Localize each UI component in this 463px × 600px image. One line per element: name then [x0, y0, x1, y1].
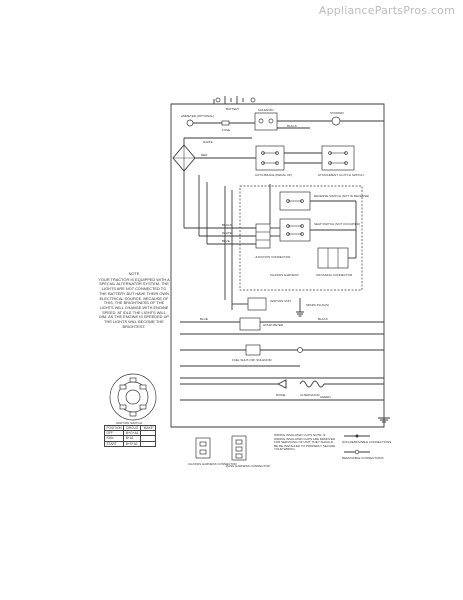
ground-symbol [378, 417, 390, 423]
alternator-symbol [299, 380, 325, 388]
wiring-note: WIRING INSULATED CLIPS NOTE: IF WIRING I… [274, 434, 335, 451]
solenoid-label: SOLENOID [258, 108, 274, 112]
wire-green-1: GREEN [320, 395, 331, 399]
ammeter-symbol [186, 119, 194, 127]
chassis-harness-label: CHASSIS HARNESS [270, 273, 299, 277]
ignition-unit-label: IGNITION UNIT [270, 299, 291, 303]
junction-connector [255, 223, 271, 249]
battery-symbol [213, 96, 256, 104]
chassis-connector-label: CHASSIS HARNESS CONNECTOR [188, 462, 237, 466]
battery-label: BATTERY [226, 107, 240, 111]
table-cell [140, 440, 157, 447]
attachment-switch-label: ATTACHMENT CLUTCH SWITCH [318, 173, 364, 177]
note-block: NOTE YOUR TRACTOR IS EQUIPPED WITH A SPE… [98, 271, 170, 329]
seat-switch-label: SEAT SWITCH (NOT OCCUPIED) [314, 222, 360, 226]
diode-symbol [276, 379, 287, 389]
attachment-switch [321, 145, 355, 171]
note-body: YOUR TRACTOR IS EQUIPPED WITH A SPECIAL … [98, 276, 170, 329]
wire-blue-2: BLUE [200, 317, 208, 321]
table-header: POSITION [103, 424, 125, 432]
table-cell: B+S+A1 [123, 440, 142, 447]
starter-label: STARTER [330, 111, 345, 115]
reverse-switch-label: REVERSE SWITCH (NOT IN REVERSE) [314, 194, 369, 198]
dash-harness-connector [231, 435, 247, 461]
chassis-harness-connector [195, 437, 211, 459]
dash-connector-label: DASH HARNESS CONNECTOR [226, 464, 271, 468]
auto-brake-label: AUTO-BRAKE (PEDAL UP) [255, 173, 292, 177]
removable-label: REMOVABLE CONNECTIONS [342, 456, 383, 460]
ignition-switch-table: POSITION CIRCUIT "MAKE" OFF M+G+A1 RUN B… [103, 424, 157, 447]
ignition-switch-symbol [109, 373, 157, 421]
junction-connector-label: JUNCTION CONNECTOR [255, 255, 291, 259]
fuel-solenoid-label: FUEL SHUT-OFF SOLENOID [232, 358, 273, 362]
table-header-row: POSITION CIRCUIT "MAKE" [103, 424, 157, 432]
wire-black-3: BLACK [318, 317, 328, 321]
ignition-unit [247, 297, 267, 311]
table-header: "MAKE" [140, 424, 157, 432]
fuse-symbol [221, 120, 230, 126]
wire-black-1: BLACK [287, 124, 297, 128]
spark-plugs-label: SPARK PLUG(S) [306, 303, 329, 307]
solenoid-symbol [254, 112, 278, 131]
fuse-label: FUSE [222, 128, 230, 132]
diagram-frame [170, 103, 385, 428]
spark-plug-ground [296, 311, 304, 317]
table-cell: M+G+A1 [123, 430, 142, 437]
hour-meter-label: HOUR METER [263, 323, 284, 327]
ignition-switch-label: IGNITION SWITCH [116, 421, 142, 425]
table-header: CIRCUIT [123, 424, 142, 432]
switch-region [239, 185, 363, 291]
wire-blue-1: BLUE [222, 239, 230, 243]
auto-brake-switch [255, 145, 285, 171]
wire-white-2: WHITE [222, 231, 232, 235]
table-row: START B+S+A1 [103, 440, 157, 447]
crossing-connector-label: CROSSING CONNECTOR [316, 273, 353, 277]
table-cell: START [103, 440, 125, 447]
watermark: AppliancePartsPros.com [318, 4, 455, 17]
fuel-solenoid [245, 344, 261, 356]
starter-symbol [331, 116, 341, 126]
hour-meter [239, 317, 261, 331]
ammeter-label: AMMETER (OPTIONAL) [181, 114, 214, 118]
wire-black-2: BLACK [222, 223, 232, 227]
alternator-label: ALTERNATOR [300, 393, 321, 397]
wire-white-1: WHITE [203, 140, 213, 144]
crossing-connector [317, 247, 349, 269]
non-removable-label: NON-REMOVABLE CONNECTIONS [342, 440, 391, 444]
seat-switch [279, 218, 311, 242]
wire-red-1: RED [201, 153, 208, 157]
diode-label: DIODE [276, 393, 286, 397]
note-title: NOTE [128, 271, 140, 276]
